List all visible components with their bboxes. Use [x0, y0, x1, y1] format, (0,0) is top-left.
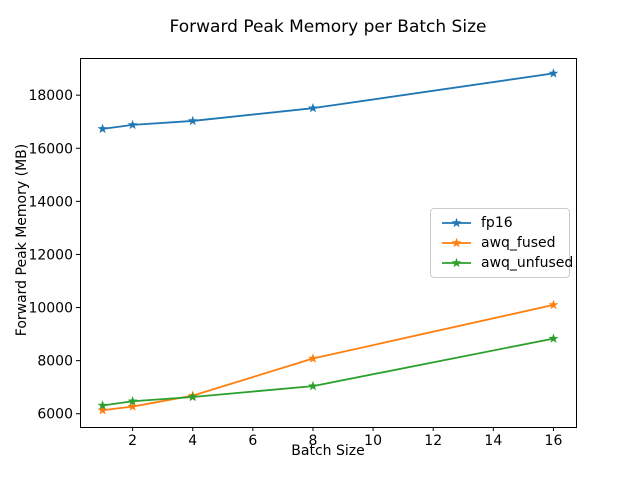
data-point-marker	[187, 391, 198, 402]
data-point-marker	[548, 333, 559, 343]
legend-star-icon	[451, 257, 462, 268]
x-tick-label: 6	[248, 433, 257, 449]
legend: fp16 awq_fused awq_unfused	[430, 208, 573, 278]
data-point-marker	[308, 102, 318, 113]
x-tick-label: 4	[188, 433, 197, 449]
legend-item-1: fp16	[440, 214, 560, 232]
legend-star-icon	[451, 217, 462, 228]
x-tick-label: 16	[545, 433, 563, 449]
x-axis-label: Batch Size	[291, 443, 365, 459]
x-tick-label: 12	[424, 433, 442, 449]
x-tick-label: 14	[484, 433, 502, 449]
series-line	[101, 72, 555, 130]
y-tick-label: 18000	[28, 88, 73, 104]
series-line	[101, 337, 555, 407]
y-tick-label: 6000	[37, 407, 73, 423]
legend-label: awq_unfused	[481, 255, 574, 271]
data-point-marker	[548, 68, 559, 78]
chart-title: Forward Peak Memory per Batch Size	[169, 17, 487, 37]
y-tick-label: 8000	[37, 354, 73, 370]
x-tick-label: 8	[309, 433, 318, 449]
data-point-marker	[308, 353, 318, 363]
data-point-marker	[97, 400, 108, 410]
legend-item-2: awq_fused	[440, 234, 560, 252]
legend-item-3: awq_unfused	[440, 254, 573, 272]
legend-label: awq_fused	[481, 235, 556, 251]
legend-star-icon	[451, 237, 462, 248]
x-tick-label: 10	[364, 433, 382, 449]
data-point-marker	[97, 405, 108, 415]
series-line	[101, 303, 555, 412]
data-point-marker	[127, 401, 138, 411]
plot-frame	[80, 58, 577, 428]
y-tick-label: 10000	[28, 301, 73, 317]
line-star-marker-icon	[442, 217, 471, 228]
data-point-marker	[548, 299, 559, 310]
data-point-marker	[97, 123, 108, 134]
y-tick-label: 16000	[28, 141, 73, 157]
y-tick-label: 14000	[28, 194, 73, 210]
data-point-marker	[127, 396, 138, 406]
y-tick-label: 12000	[28, 247, 73, 263]
x-tick-label: 2	[128, 433, 137, 449]
data-point-marker	[308, 380, 318, 391]
line-star-marker-icon	[442, 237, 471, 248]
legend-label: fp16	[481, 215, 513, 231]
line-star-marker-icon	[442, 257, 471, 268]
data-point-marker	[187, 115, 198, 126]
data-point-marker	[127, 119, 138, 130]
